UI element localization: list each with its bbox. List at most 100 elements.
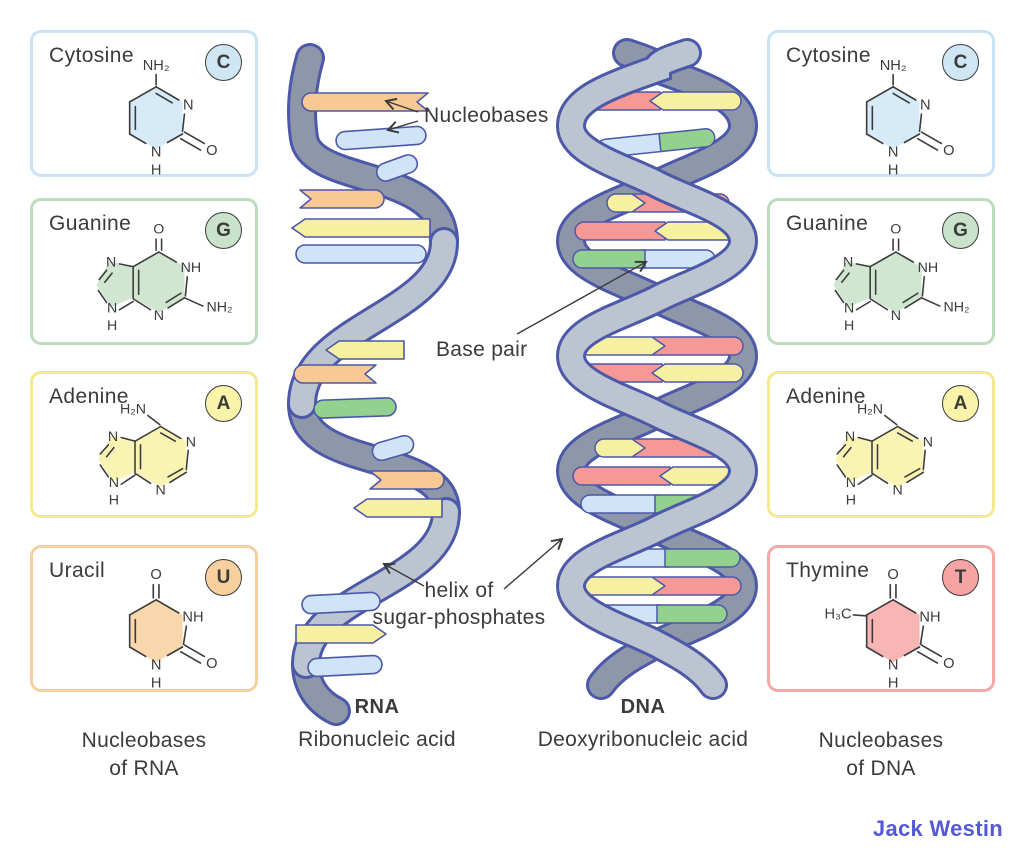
pair-half-red bbox=[572, 466, 671, 486]
letter: C bbox=[953, 51, 968, 73]
pair-half-yellow bbox=[649, 91, 742, 111]
letter: A bbox=[953, 392, 968, 414]
dna-strand-near bbox=[555, 38, 759, 700]
atom-label: N bbox=[893, 482, 903, 498]
cytosine-structure: NH₂ N O N H bbox=[128, 58, 218, 179]
atom-label: NH₂ bbox=[206, 300, 232, 316]
atom-label: N bbox=[920, 97, 931, 113]
letter-badge-a: A bbox=[942, 385, 979, 422]
card-guanine-dna: Guanine G O NH NH₂ N N bbox=[767, 198, 995, 345]
pyrimidine-ring bbox=[866, 599, 920, 663]
atom-label: O bbox=[150, 567, 161, 583]
letter-badge-a: A bbox=[205, 385, 242, 422]
pair-half-green bbox=[656, 604, 728, 624]
atom-label: NH bbox=[918, 260, 939, 276]
letter-badge-g: G bbox=[942, 212, 979, 249]
purine-ring bbox=[135, 426, 187, 487]
purine-ring bbox=[835, 435, 873, 482]
letter: T bbox=[954, 566, 967, 588]
rna-base-blue bbox=[301, 591, 381, 615]
atom-label: NH bbox=[919, 609, 940, 625]
caption-line: Nucleobases bbox=[818, 729, 944, 752]
card-thymine: Thymine T H₃C O NH O N H bbox=[767, 545, 995, 692]
card-guanine-rna: Guanine G O NH NH₂ N N bbox=[30, 198, 258, 345]
atom-label: N bbox=[888, 658, 899, 674]
nucleobase-name: Adenine bbox=[49, 385, 129, 408]
dna-abbr-label: DNA bbox=[620, 696, 666, 718]
bonds bbox=[865, 73, 943, 151]
atom-label: NH bbox=[182, 609, 203, 625]
atom-label: H bbox=[109, 492, 119, 508]
letter-badge-c: C bbox=[942, 44, 979, 81]
atom-label: N bbox=[109, 475, 119, 491]
atom-label: N bbox=[106, 255, 116, 271]
bonds bbox=[852, 583, 943, 664]
dna-helix-illustration bbox=[555, 38, 759, 700]
dna-strand-far bbox=[555, 38, 759, 700]
nucleobase-name: Guanine bbox=[49, 212, 132, 235]
bonds bbox=[834, 238, 941, 311]
adenine-structure: H₂N N N N N H bbox=[835, 402, 933, 508]
rna-helix-illustration bbox=[287, 43, 461, 726]
card-uracil: Uracil U O NH O N H bbox=[30, 545, 258, 692]
atom-label: N bbox=[151, 658, 162, 674]
uracil-structure: O NH O N H bbox=[128, 567, 218, 692]
atom-label: NH₂ bbox=[880, 58, 907, 74]
bonds bbox=[128, 73, 206, 151]
helix-of-sugar-phosphates-label: helix of sugar-phosphates bbox=[363, 578, 555, 632]
atom-label: N bbox=[846, 475, 856, 491]
rna-base-blue bbox=[335, 125, 427, 151]
nucleobase-name: Adenine bbox=[786, 385, 866, 408]
guanine-structure: O NH NH₂ N N N H bbox=[96, 222, 232, 334]
atom-label: O bbox=[943, 143, 954, 159]
base-pair-label: Base pair bbox=[436, 338, 528, 361]
rna-base-blue bbox=[375, 154, 419, 182]
atom-label: H bbox=[888, 163, 899, 179]
adenine-structure: H₂N N N N N H bbox=[98, 402, 196, 508]
pair-half-red bbox=[574, 221, 666, 241]
caption-line: of RNA bbox=[109, 756, 179, 780]
card-adenine-rna: Adenine A H₂N N N N N H bbox=[30, 371, 258, 518]
helix-label-line: sugar-phosphates bbox=[372, 605, 546, 629]
atom-label: N bbox=[154, 308, 164, 324]
bonds bbox=[97, 238, 204, 311]
atom-label: NH₂ bbox=[143, 58, 170, 74]
nucleobase-name: Cytosine bbox=[49, 44, 134, 67]
guanine-structure: O NH NH₂ N N N H bbox=[833, 222, 969, 334]
atom-label: H₂N bbox=[120, 402, 146, 418]
pair-half-red bbox=[652, 336, 744, 356]
card-adenine-dna: Adenine A H₂N N N N N H bbox=[767, 371, 995, 518]
pair-half-green bbox=[658, 128, 716, 153]
atom-label: N bbox=[923, 435, 933, 451]
nucleobase-name: Guanine bbox=[786, 212, 869, 235]
letter: C bbox=[216, 51, 231, 73]
card-cytosine-dna: Cytosine C NH₂ N O N H bbox=[767, 30, 995, 179]
purine-ring bbox=[872, 426, 924, 487]
atom-label: N bbox=[888, 145, 899, 161]
rna-base-blue bbox=[371, 434, 415, 462]
atom-label: N bbox=[108, 429, 118, 445]
letter: G bbox=[216, 219, 231, 241]
pyrimidine-ring bbox=[129, 599, 183, 663]
rna-base-yellow bbox=[295, 624, 387, 644]
letter-badge-u: U bbox=[205, 559, 242, 596]
atom-label: N bbox=[845, 429, 855, 445]
rna-base-blue bbox=[307, 654, 383, 678]
letter: U bbox=[216, 566, 231, 588]
brand-logo-text: Jack Westin bbox=[872, 816, 1003, 841]
rna-full-label: Ribonucleic acid bbox=[298, 728, 456, 751]
rna-base-orange bbox=[369, 470, 445, 490]
atom-label: N bbox=[186, 435, 196, 451]
pair-half-yellow bbox=[594, 438, 646, 458]
rna-base-yellow bbox=[353, 498, 443, 518]
letter-badge-c: C bbox=[205, 44, 242, 81]
caption-line: of DNA bbox=[846, 756, 916, 780]
rna-base-orange bbox=[299, 189, 385, 209]
atom-label: N bbox=[183, 97, 194, 113]
bonds bbox=[128, 583, 206, 664]
purine-ring bbox=[870, 251, 922, 313]
atom-label: N bbox=[156, 482, 166, 498]
atom-label: H bbox=[151, 163, 162, 179]
atom-label: H bbox=[844, 318, 854, 334]
